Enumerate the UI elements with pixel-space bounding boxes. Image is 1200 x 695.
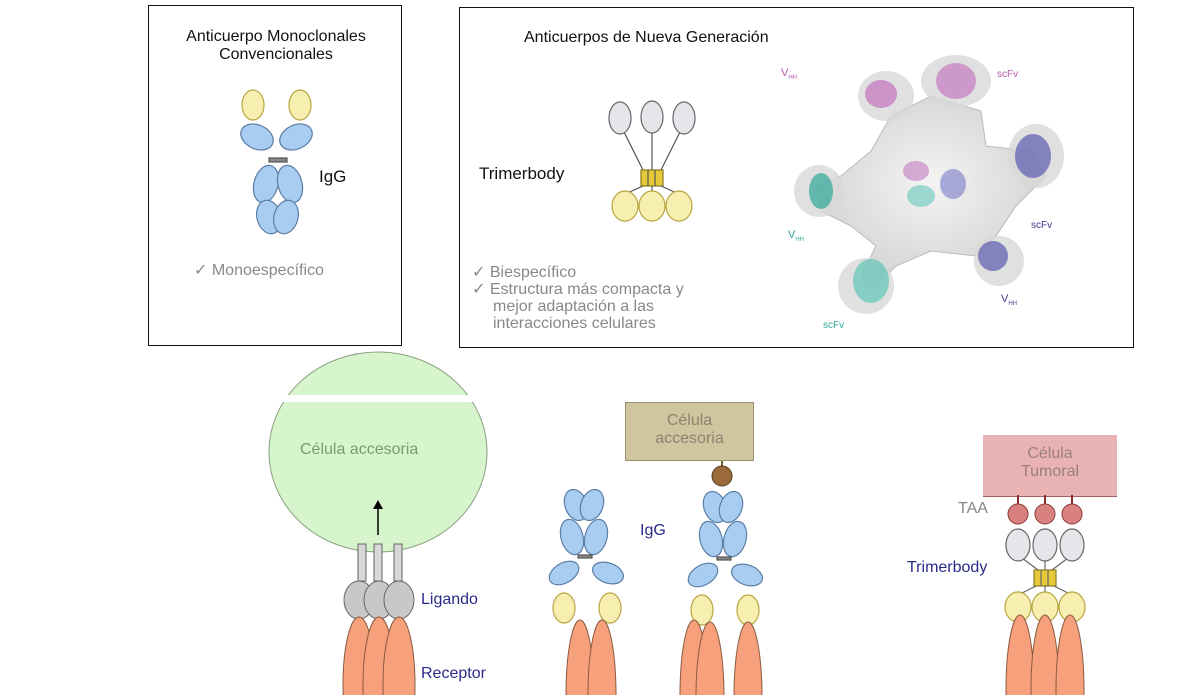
receptor bbox=[733, 621, 763, 695]
igg-arm-domain-left bbox=[240, 123, 274, 151]
igg-arm-domain-right bbox=[279, 123, 313, 151]
trimerbody-head bbox=[1059, 528, 1085, 562]
trimerization-domain bbox=[1033, 569, 1057, 587]
trimerbody-foot-center bbox=[638, 190, 666, 222]
taa-antigen bbox=[1034, 503, 1056, 525]
new-generation-antibody-panel: Anticuerpos de Nueva Generación Trimerbo… bbox=[459, 7, 1134, 348]
tumor-box-label-line2: Tumoral bbox=[1020, 463, 1080, 480]
trimerbody-diagram bbox=[608, 100, 696, 222]
scfv-domain-teal bbox=[853, 259, 889, 303]
scene-igg-accessory bbox=[548, 461, 764, 695]
receptor-label: Receptor bbox=[421, 665, 486, 682]
conventional-title-line2: Convencionales bbox=[219, 46, 333, 63]
igg-antibody-diagram bbox=[240, 89, 313, 235]
scfv-domain-navy bbox=[1015, 134, 1051, 178]
receptor bbox=[587, 619, 617, 695]
vhh-domain-pink bbox=[865, 80, 897, 108]
scfv-label-teal: scFv bbox=[823, 320, 844, 331]
trimerbody-head-left bbox=[608, 101, 632, 135]
receptor bbox=[1030, 614, 1060, 695]
accessory-box-label-line2: accesoria bbox=[655, 430, 724, 447]
scfv-domain-pink bbox=[936, 63, 976, 99]
trimerbody-head bbox=[1032, 528, 1058, 562]
accessory-cell-label: Célula accesoria bbox=[300, 441, 419, 458]
trimerbody-label: Trimerbody bbox=[479, 164, 565, 183]
taa-antigen bbox=[1007, 503, 1029, 525]
igg-fc-upper-right bbox=[276, 164, 304, 204]
igg-label: IgG bbox=[319, 167, 347, 186]
ligand-label: Ligando bbox=[421, 591, 478, 608]
vhh-domain-navy bbox=[978, 241, 1008, 271]
igg-right bbox=[687, 490, 764, 626]
taa-antigen bbox=[1061, 503, 1083, 525]
new-generation-title: Anticuerpos de Nueva Generación bbox=[524, 29, 769, 46]
trimerbody-foot-left bbox=[611, 190, 639, 222]
tumor-box-label-line1: Célula bbox=[1027, 445, 1073, 462]
ligand-domain-right bbox=[383, 580, 415, 620]
igg-fab-tip-right bbox=[288, 89, 312, 121]
igg-fc-lower-right bbox=[273, 199, 299, 235]
accessory-ligand bbox=[711, 465, 733, 487]
feature-compact-structure-cont2: interacciones celulares bbox=[493, 315, 656, 332]
vhh-label-teal: VHH bbox=[788, 229, 804, 243]
trimerbody-bottom-label: Trimerbody bbox=[907, 559, 988, 576]
trimerbody-head bbox=[1005, 528, 1031, 562]
receptor bbox=[1005, 614, 1035, 695]
vhh-domain-teal bbox=[809, 173, 833, 209]
conventional-title-line1: Anticuerpo Monoclonales bbox=[186, 28, 366, 45]
trimerization-domain bbox=[640, 169, 664, 187]
tumor-cell-box: Célula Tumoral bbox=[983, 435, 1117, 497]
accessory-cell-box: Célula accesoria bbox=[625, 402, 754, 461]
taa-label: TAA bbox=[958, 500, 988, 517]
feature-monospecific: ✓ Monoespecífico bbox=[194, 262, 324, 279]
scfv-label-pink: scFv bbox=[997, 69, 1018, 80]
trimerbody-head-center bbox=[640, 100, 664, 134]
receptor bbox=[1055, 614, 1085, 695]
scfv-label-navy: scFv bbox=[1031, 220, 1052, 231]
scene-accessory-cell-ligand bbox=[260, 351, 540, 695]
feature-bispecific: ✓ Biespecífico bbox=[472, 264, 577, 281]
conventional-antibody-panel: Anticuerpo Monoclonales Convencionales I… bbox=[148, 5, 402, 346]
feature-compact-structure: ✓ Estructura más compacta y bbox=[472, 281, 684, 298]
trimerbody-3d-structure: VHH scFv scFv VHH VHH scFv bbox=[781, 55, 1064, 331]
trimerbody-head-right bbox=[672, 101, 696, 135]
igg-left bbox=[548, 488, 625, 624]
accessory-box-label-line1: Célula bbox=[666, 412, 713, 429]
trimerbody-foot-right bbox=[665, 190, 693, 222]
feature-compact-structure-cont1: mejor adaptación a las bbox=[493, 298, 654, 315]
vhh-label-pink: VHH bbox=[781, 67, 797, 81]
scene-trimerbody-tumor bbox=[1004, 495, 1086, 695]
igg-hinge bbox=[268, 157, 288, 163]
vhh-label-navy: VHH bbox=[1001, 293, 1017, 307]
igg-fab-tip-left bbox=[241, 89, 265, 121]
igg-bottom-label: IgG bbox=[640, 522, 666, 539]
